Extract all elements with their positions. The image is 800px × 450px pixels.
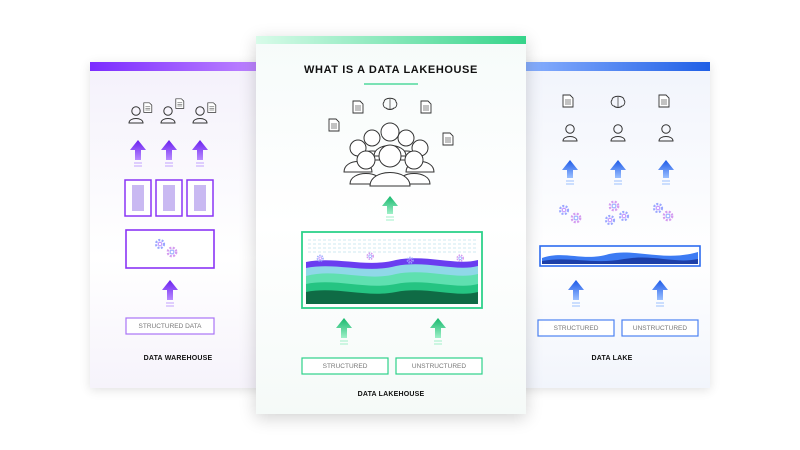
data-lake-diagram [537,94,701,337]
arrow-up-icon [382,196,398,214]
person-icon [658,124,674,142]
document-icon [352,100,364,114]
document-icon [328,118,340,132]
arrow-up-icon [162,280,178,300]
panel-top-bar [514,62,710,71]
document-icon [658,94,670,108]
arrow-up-icon [130,140,208,160]
data-lakehouse-panel: WHAT IS A DATA LAKEHOUSE [256,36,526,414]
document-icon [143,102,153,113]
arrow-up-icon [562,160,674,178]
document-icon [562,94,574,108]
data-lake-panel: STRUCTURED UNSTRUCTURED DATA LAKE [514,62,710,388]
data-lake-label: DATA LAKE [591,355,633,362]
document-icon [175,98,185,109]
structured-data-input: STRUCTURED DATA [127,319,213,333]
data-warehouse-panel: STRUCTURED DATA DATA WAREHOUSE [90,62,266,388]
document-icon [442,132,454,146]
data-warehouse-diagram [124,98,217,335]
person-icon [562,124,578,142]
unstructured-input: UNSTRUCTURED [623,321,697,335]
unstructured-input: UNSTRUCTURED [397,359,481,373]
panel-top-bar [256,36,526,44]
arrow-up-icon [568,280,668,300]
data-lakehouse-diagram [301,83,483,375]
structured-input: STRUCTURED [303,359,387,373]
brain-icon [382,97,398,110]
people-group-icon [343,122,435,187]
person-icon [610,124,626,142]
person-icon [128,106,144,124]
document-icon [207,102,217,113]
data-lakehouse-label: DATA LAKEHOUSE [357,391,425,398]
person-icon [160,106,176,124]
server-icon [124,179,214,217]
panel-top-bar [90,62,266,71]
page-title: WHAT IS A DATA LAKEHOUSE [304,64,478,76]
data-warehouse-label: DATA WAREHOUSE [143,355,213,362]
document-icon [420,100,432,114]
arrow-up-icon [336,318,446,338]
structured-input: STRUCTURED [539,321,613,335]
brain-icon [610,95,626,108]
gears-icon [558,200,674,226]
person-icon [192,106,208,124]
